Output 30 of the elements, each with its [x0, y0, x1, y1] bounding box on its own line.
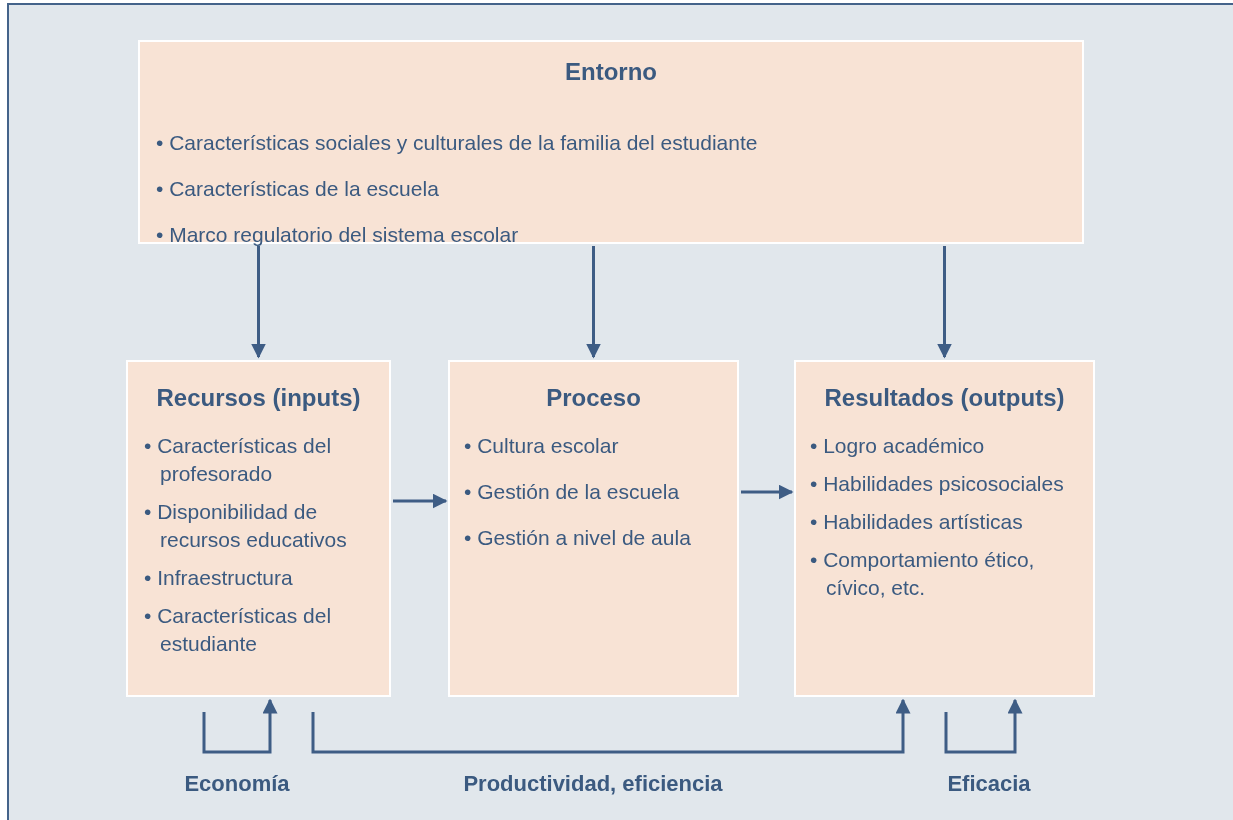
bullet-item: • Habilidades psicosociales: [810, 471, 1064, 497]
content-box: [794, 360, 1095, 697]
content-box: [138, 40, 1084, 244]
arrow: [586, 246, 601, 359]
bullet-item: • Habilidades artísticas: [810, 509, 1023, 535]
arrow: [741, 484, 794, 500]
bullet-item: • Características del profesorado: [144, 433, 333, 487]
arrow: [251, 246, 266, 359]
bullet-item: • Características del estudiante: [144, 603, 333, 657]
bullet-item: • Características sociales y culturales de la familia del estudiante: [156, 130, 758, 156]
bullet-item: • Disponibilidad de recursos educativos: [144, 499, 348, 553]
bullet-item: • Gestión a nivel de aula: [464, 525, 691, 551]
bullet-item: • Gestión de la escuela: [464, 479, 680, 505]
bracket-arrow: [311, 698, 911, 754]
arrow: [393, 493, 448, 509]
bullet-item: • Logro académico: [810, 433, 985, 459]
bullet-item: • Marco regulatorio del sistema escolar: [156, 222, 519, 248]
arrow: [937, 246, 952, 359]
bracket-arrow: [944, 698, 1023, 754]
bullet-item: • Características de la escuela: [156, 176, 439, 202]
box-heading: Recursos (inputs): [155, 384, 362, 412]
box-heading: Proceso: [545, 384, 642, 412]
box-heading: Entorno: [564, 58, 658, 86]
bullet-item: • Infraestructura: [144, 565, 294, 591]
bullet-item: • Cultura escolar: [464, 433, 619, 459]
content-box: [126, 360, 391, 697]
box-heading: Resultados (outputs): [823, 384, 1066, 412]
content-box: [448, 360, 739, 697]
bullet-item: • Comportamiento ético, cívico, etc.: [810, 547, 1036, 601]
bracket-arrow: [202, 698, 278, 754]
